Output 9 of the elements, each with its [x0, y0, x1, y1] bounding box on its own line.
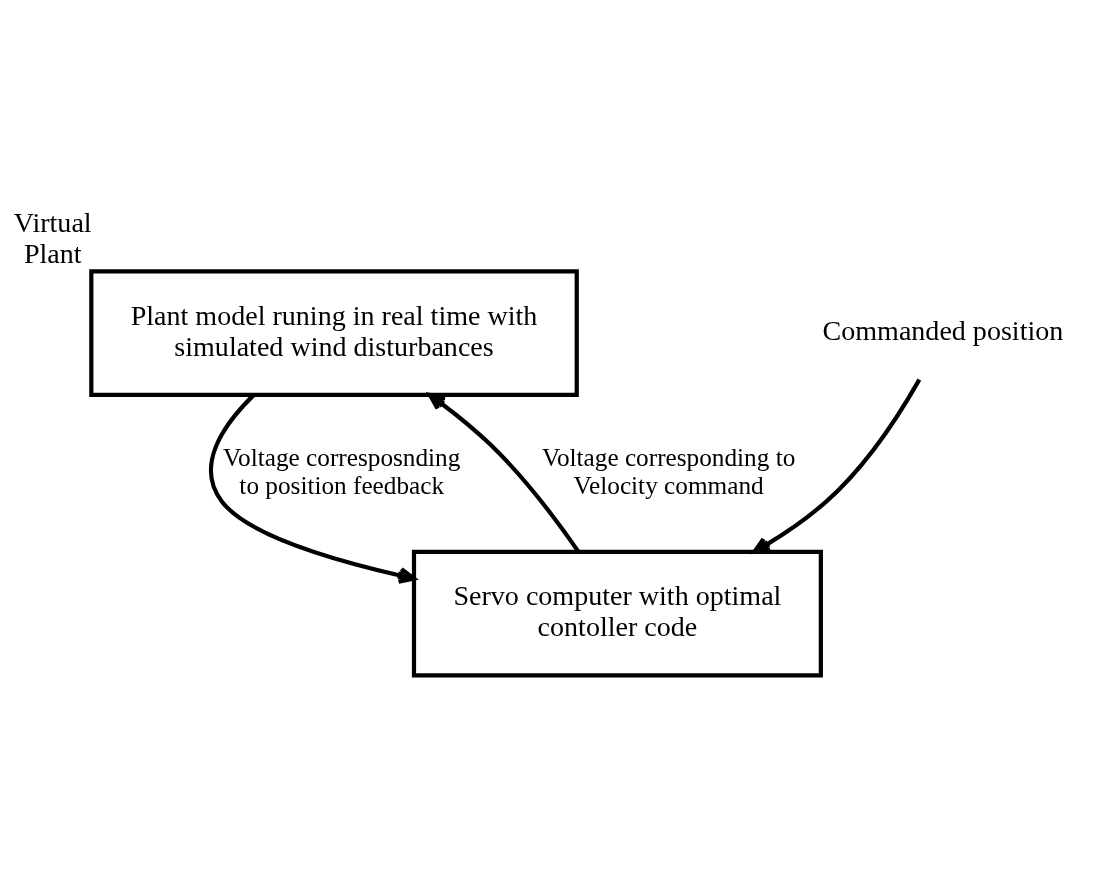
node-box: Servo computer with optimal contoller code [411, 549, 823, 677]
node-label: Virtual Plant [13, 206, 92, 269]
node-box: Plant model runing in real time with simulated wind disturbances [89, 268, 579, 397]
edge-label: Voltage corresponding to Velocity command [541, 442, 796, 499]
arrow [209, 393, 416, 584]
arrow [427, 392, 581, 553]
node-text: Commanded position [822, 314, 1064, 346]
arrow [752, 378, 922, 554]
edge-label: Voltage corresposnding to position feedback [223, 442, 461, 499]
